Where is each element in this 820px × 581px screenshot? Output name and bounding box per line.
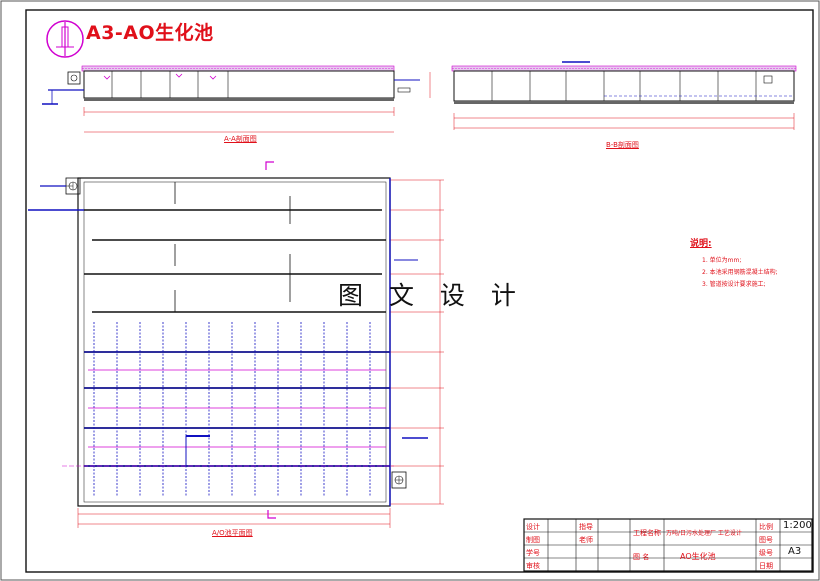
notes-line-2: 2. 本池采用钢筋混凝土结构; [702, 269, 778, 276]
tb-draw-label: 制图 [526, 536, 540, 544]
tb-drawing-value: AO生化池 [680, 552, 716, 561]
plan-view-label: A/O池平面图 [212, 529, 253, 537]
section-b-b [451, 61, 797, 130]
tb-check-label: 审核 [526, 562, 540, 570]
drawing-title: A3-AO生化池 [86, 22, 214, 44]
tb-scale-value: 1:200 [783, 520, 812, 531]
notes-panel: 说明: 1. 单位为mm; 2. 本池采用钢筋混凝土结构; 3. 管道按设计要求… [690, 236, 778, 291]
tb-design-label: 设计 [526, 523, 540, 531]
tb-date-label: 日期 [759, 562, 773, 570]
tb-teacher-label: 老师 [579, 536, 593, 544]
tb-grade-value: A3 [788, 546, 802, 557]
tb-scale-label: 比例 [759, 523, 773, 531]
inner-border [25, 9, 814, 573]
tb-drawing-label: 图 名 [633, 553, 650, 561]
plan-view [28, 161, 444, 528]
logo-icon [46, 20, 84, 58]
section-a-a [42, 65, 431, 133]
tb-guide-label: 指导 [579, 523, 593, 531]
section-b-b-label: B-B剖面图 [606, 141, 639, 149]
watermark-text: 图 文 设 计 [338, 281, 525, 310]
section-a-a-label: A-A剖面图 [224, 135, 257, 143]
notes-line-3: 3. 管道按设计要求施工; [702, 281, 766, 288]
tb-project-label: 工程名称 [633, 529, 661, 537]
tb-project-value: 万吨/日污水处理厂 工艺设计 [666, 530, 742, 537]
tb-sheet-no-label: 图号 [759, 536, 773, 544]
title-block [523, 518, 813, 572]
notes-line-1: 1. 单位为mm; [702, 257, 742, 264]
tb-student-no-label: 学号 [526, 549, 540, 557]
notes-heading: 说明: [690, 239, 712, 249]
tb-grade-label: 级号 [759, 549, 773, 557]
